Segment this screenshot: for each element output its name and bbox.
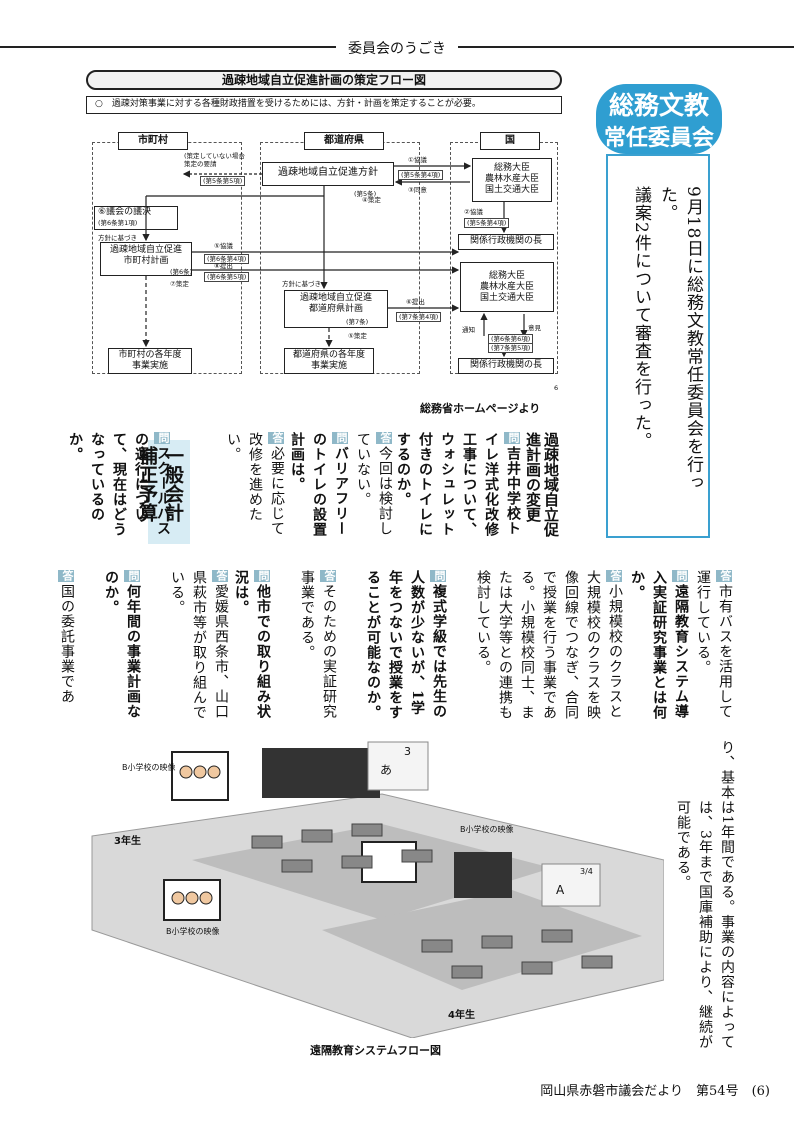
col2-q3: 問複式学級では先生の人数が少ないが、1学年をつないで授業をすることが可能なのか。: [365, 570, 447, 720]
intro-text: 9月18日に総務文教常任委員会を行った。議案2件について審査を行った。: [631, 186, 703, 492]
city-column-head: 市町村: [118, 132, 188, 150]
flow-note: ○ 過疎対策事業に対する各種財政措置を受けるためには、方針・計画を策定することが…: [86, 96, 562, 114]
article2-q1: 問スクールバスの運行について、現在はどうなっているのか。: [67, 432, 171, 537]
label-based1: 方針に基づき: [98, 234, 137, 242]
article2-heading: 一般会計補正予算: [136, 446, 184, 522]
flow-chart: 過疎地域自立促進計画の策定フロー図 ○ 過疎対策事業に対する各種財政措置を受ける…: [84, 66, 564, 396]
illus-board-A: A: [556, 883, 565, 897]
col2-q2: 問遠隔教育システム導入実証研究事業とは何か。: [629, 570, 689, 720]
col2-a5: 答国の委託事業であ: [58, 570, 75, 704]
ministers-box-a: 総務大臣 農林水産大臣 国土交通大臣: [472, 158, 552, 202]
illus-board-a: あ: [380, 763, 393, 777]
article1-body: 問吉井中学校トイレ洋式化改修工事について、ウォシュレット付きのトイレにするのか。: [395, 432, 521, 537]
label-agree: ③同意: [408, 186, 427, 194]
label-decide5: ⑤策定: [348, 332, 367, 340]
label-art54a: (第5条第4項): [398, 170, 444, 180]
label-art54b: (第5条第4項): [464, 218, 510, 228]
illus-board-34: 3/4: [580, 867, 593, 876]
city-exec-box: 市町村の各年度 事業実施: [108, 348, 192, 374]
classroom-drawing: [91, 741, 664, 1038]
col2-a4: 答愛媛県西条市、山口県萩市等が取り組んでいる。: [169, 570, 229, 720]
label-opinion: 意見: [528, 324, 541, 332]
illus-b-video1: B小学校の映像: [122, 763, 176, 772]
col2-a2: 答小規模校のクラスと大規模校のクラスを映像回線でつなぎ、合同で授業を行う事業であ…: [475, 570, 623, 720]
article1-a2: 答必要に応じて改修を進めたい。: [225, 432, 285, 536]
illus-b-video3: B小学校の映像: [166, 927, 220, 936]
policy-article: (第5条): [354, 190, 377, 198]
illus-grade3: 3年生: [114, 836, 141, 847]
col3-text: り、基本は1年間である。事業の内容によって は、3年まで国庫補助により、継続が可…: [675, 740, 735, 1050]
label-consult5: ⑤協議: [214, 242, 233, 250]
label-art65: (第6条第5項): [204, 272, 250, 282]
label-notify: 通知: [462, 326, 475, 334]
label-art74: (第7条第4項): [396, 312, 442, 322]
label-art55: (第5条第5項): [200, 176, 246, 186]
pref-plan-box: 過疎地域自立促進 都道府県計画: [284, 290, 388, 328]
section-header: 委員会のうごき: [0, 38, 794, 58]
label-consult2: ②協議: [464, 208, 483, 216]
pref-exec-box: 都道府県の各年度 事業実施: [284, 348, 374, 374]
page-footer: 岡山県赤磐市議会だより 第54号 (6): [540, 1084, 770, 1099]
label-consult1: ①協議: [408, 156, 427, 164]
article1-a1: 答今回は検討していない。: [355, 432, 393, 536]
label-art64: (第6条第4項): [204, 254, 250, 264]
illus-board-3: 3: [404, 745, 411, 758]
col2-a3: 答そのための実証研究事業である。: [299, 570, 337, 719]
flow-title: 過疎地域自立促進計画の策定フロー図: [86, 70, 562, 90]
label-decide7: ⑦策定: [170, 280, 189, 288]
flow-arrows: [142, 162, 528, 358]
city-plan-article: (第6条): [170, 268, 193, 276]
flow-page-num: 6: [554, 384, 559, 392]
col2-q4: 問他市での取り組み状況は。: [233, 570, 271, 719]
remote-education-illustration: B小学校の映像 B小学校の映像 B小学校の映像 3年生 4年生 あ 3 A 3/…: [82, 740, 664, 1038]
policy-box: 過疎地域自立促進方針: [262, 162, 394, 186]
badge-line1: 総務文教: [608, 91, 709, 120]
pref-plan-article: (第7条): [346, 318, 369, 326]
agency-box-a: 関係行政機関の長: [458, 234, 554, 250]
article2-heading-bg: [148, 440, 190, 544]
flow-source: 総務省ホームページより: [420, 402, 541, 415]
label-submit8: ⑧提出: [214, 262, 233, 270]
article1-q2: 問バリアフリーのトイレの設置計画は。: [289, 432, 349, 537]
col2-q5: 問何年間の事業計画なのか。: [103, 570, 141, 719]
illus-b-video2: B小学校の映像: [460, 825, 514, 834]
ministers-box-b: 総務大臣 農林水産大臣 国土交通大臣: [460, 262, 554, 312]
intro-frame: [606, 154, 710, 538]
illus-grade4: 4年生: [448, 1010, 475, 1021]
label-art75: (第7条第5項): [488, 343, 534, 353]
council-box: ⑥議会の議決(第6条第1項): [94, 206, 178, 230]
label-based2: 方針に基づき: [282, 280, 321, 288]
illus-caption: 遠隔教育システムフロー図: [310, 1044, 442, 1057]
agency-box-b: 関係行政機関の長: [458, 358, 554, 374]
article1-heading: 過疎地域自立促進計画の変更: [524, 432, 560, 537]
committee-badge: [596, 84, 722, 154]
col2-a1: 答市有バスを活用して運行している。: [695, 570, 733, 719]
label-submit6: ⑥提出: [406, 298, 425, 306]
city-plan-box: 過疎地域自立促進 市町村計画: [100, 242, 192, 276]
pref-column-head: 都道府県: [304, 132, 384, 150]
label-decide4: ④策定: [362, 196, 381, 204]
badge-line2: 常任委員会: [603, 126, 714, 151]
nation-column-head: 国: [480, 132, 540, 150]
label-request: (策定していない場合 策定の要請: [184, 152, 245, 168]
